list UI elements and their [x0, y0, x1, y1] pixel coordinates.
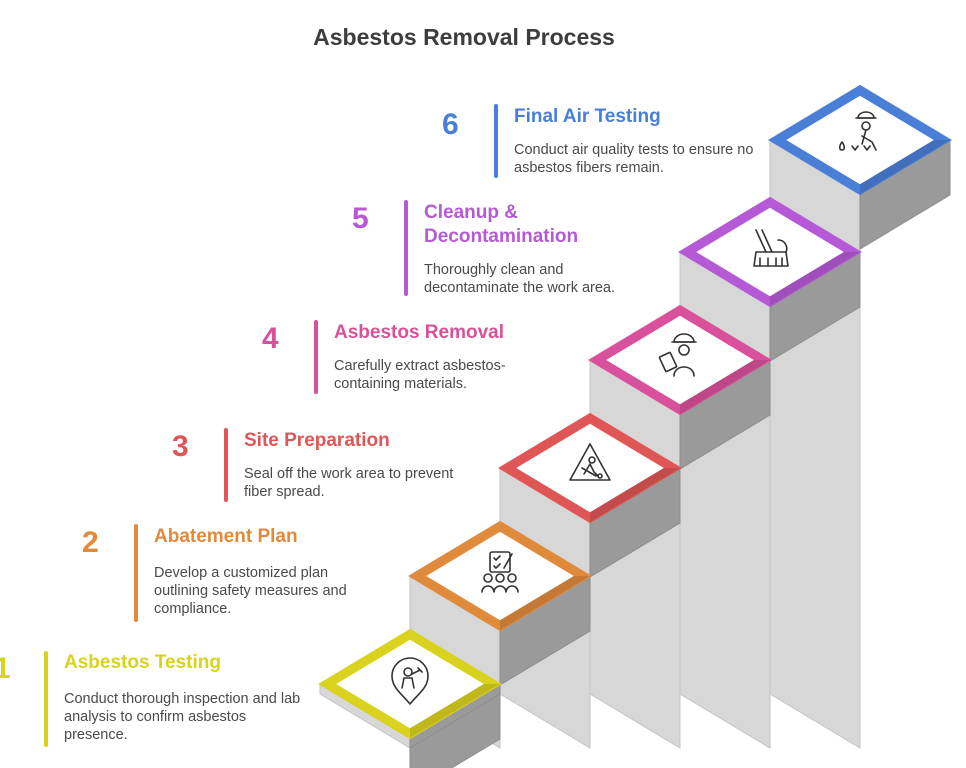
step-desc-4: Carefully extract asbestos-containing ma…: [334, 358, 506, 392]
step-number-6: 6: [442, 108, 459, 141]
step-title-1: Asbestos Testing: [64, 652, 221, 673]
step-bar-2: [134, 524, 138, 622]
step-title-6: Final Air Testing: [514, 106, 661, 127]
step-tile-inner-3: [516, 423, 664, 513]
step-desc-5: Thoroughly clean and decontaminate the w…: [424, 262, 616, 296]
step-tile-inner-4: [606, 315, 754, 405]
team-checklist-icon: [481, 551, 519, 593]
step-title-5: Cleanup & Decontamination: [424, 202, 579, 247]
step-bar-4: [314, 320, 318, 394]
step-bar-3: [224, 428, 228, 502]
step-tile-shade: [410, 684, 500, 738]
step-number-5: 5: [352, 202, 369, 235]
step-tile-shade: [590, 468, 680, 522]
air-test-worker-icon: [838, 111, 877, 151]
step-number-1: 1: [0, 652, 11, 685]
warning-worker-icon: [569, 443, 611, 481]
step-desc-6: Conduct air quality tests to ensure no a…: [514, 142, 754, 176]
step-tile-inner-2: [426, 531, 574, 621]
step-tile-shade: [860, 140, 950, 194]
step-desc-2: Develop a customized plan outlining safe…: [154, 565, 347, 617]
step-title-4: Asbestos Removal: [334, 322, 505, 343]
step-tile-shade: [770, 252, 860, 306]
step-desc-3: Seal off the work area to prevent fiber …: [244, 466, 454, 500]
step-number-4: 4: [262, 322, 279, 355]
inspector-magnifier-icon: [391, 657, 429, 705]
step-tile-inner-6: [786, 95, 934, 185]
step-bar-1: [44, 651, 48, 747]
step-number-2: 2: [82, 526, 99, 559]
step-desc-1: Conduct thorough inspection and lab anal…: [64, 691, 301, 743]
step-title-3: Site Preparation: [244, 430, 390, 451]
diagram-title: Asbestos Removal Process: [313, 24, 615, 50]
worker-hardhat-icon: [658, 333, 697, 377]
step-title-2: Abatement Plan: [154, 526, 298, 547]
step-number-3: 3: [172, 430, 189, 463]
step-bar-5: [404, 200, 408, 296]
step-tile-shade: [500, 576, 590, 630]
cleaning-broom-icon: [753, 229, 789, 267]
step-tile-inner-1: [336, 639, 484, 729]
step-tile-shade: [680, 360, 770, 414]
step-bar-6: [494, 104, 498, 178]
